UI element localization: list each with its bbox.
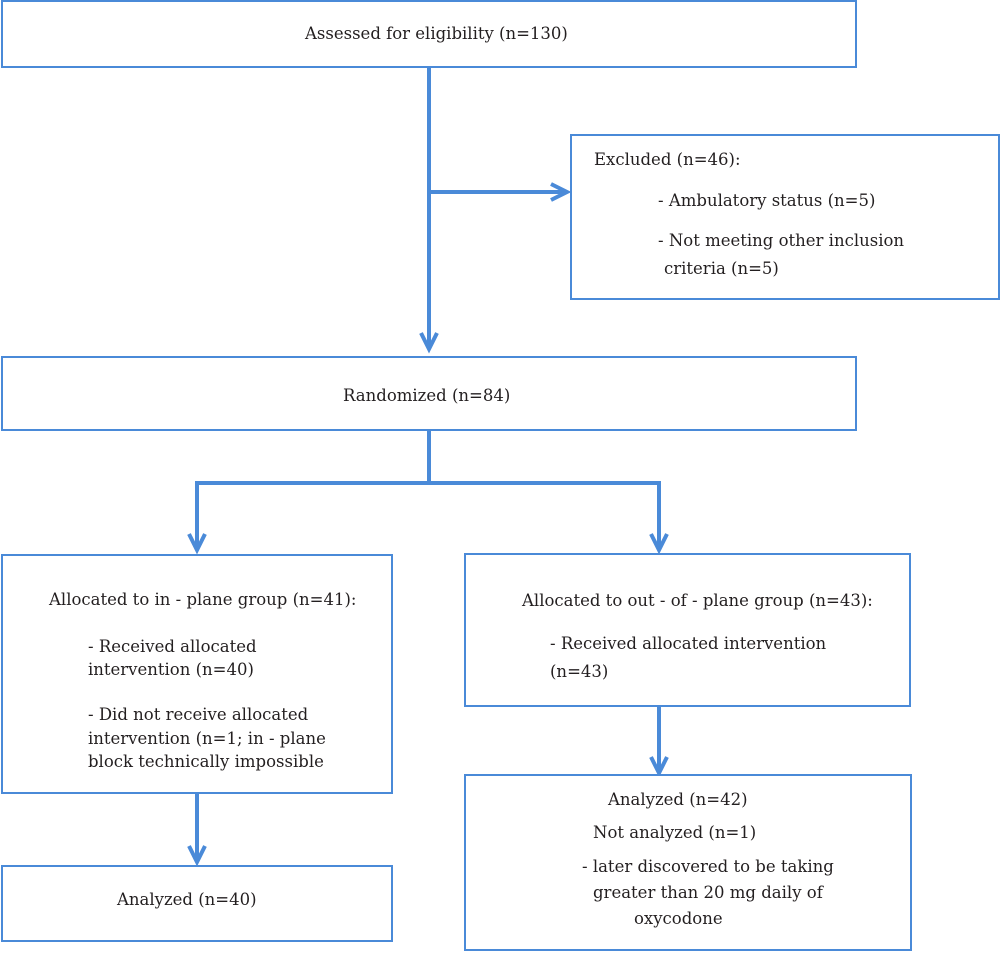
- arrowhead-excluded: [550, 182, 572, 202]
- not-analyzed-reason-line3: oxycodone: [634, 909, 723, 928]
- in-plane-group-box: [1, 554, 393, 794]
- not-analyzed-reason-line2: greater than 20 mg daily of: [593, 883, 823, 902]
- analyzed-left-text: Analyzed (n=40): [117, 890, 257, 909]
- analyzed-right-box: [464, 774, 912, 951]
- excluded-box: [570, 134, 1000, 300]
- not-analyzed-count: Not analyzed (n=1): [593, 823, 757, 842]
- randomized-box: [1, 356, 857, 431]
- excluded-title: Excluded (n=46):: [594, 150, 741, 169]
- excluded-item-ambulatory: - Ambulatory status (n=5): [658, 191, 876, 210]
- excluded-item-inclusion-line1: - Not meeting other inclusion: [658, 231, 905, 250]
- arrowhead-randomized: [419, 332, 439, 354]
- out-plane-received-line1: - Received allocated intervention: [550, 634, 827, 653]
- randomized-text: Randomized (n=84): [343, 386, 511, 405]
- in-plane-not-received-line3: block technically impossible: [88, 752, 324, 771]
- out-plane-received-line2: (n=43): [550, 662, 609, 681]
- not-analyzed-reason-line1: - later discovered to be taking: [582, 857, 834, 876]
- in-plane-not-received-line2: intervention (n=1; in - plane: [88, 729, 326, 748]
- arrowhead-analyzed-right: [649, 756, 669, 778]
- in-plane-title: Allocated to in - plane group (n=41):: [49, 590, 357, 609]
- arrowhead-in-plane: [187, 533, 207, 555]
- in-plane-received-line1: - Received allocated: [88, 637, 257, 656]
- arrowhead-analyzed-left: [187, 845, 207, 867]
- eligibility-text: Assessed for eligibility (n=130): [305, 24, 568, 43]
- out-plane-group-box: [464, 553, 911, 707]
- analyzed-right-count: Analyzed (n=42): [608, 790, 748, 809]
- analyzed-left-box: [1, 865, 393, 942]
- arrowhead-out-plane: [649, 533, 669, 555]
- out-plane-title: Allocated to out - of - plane group (n=4…: [522, 591, 873, 610]
- in-plane-received-line2: intervention (n=40): [88, 660, 254, 679]
- excluded-item-inclusion-line2: criteria (n=5): [664, 259, 779, 278]
- eligibility-box: [1, 0, 857, 68]
- in-plane-not-received-line1: - Did not receive allocated: [88, 705, 309, 724]
